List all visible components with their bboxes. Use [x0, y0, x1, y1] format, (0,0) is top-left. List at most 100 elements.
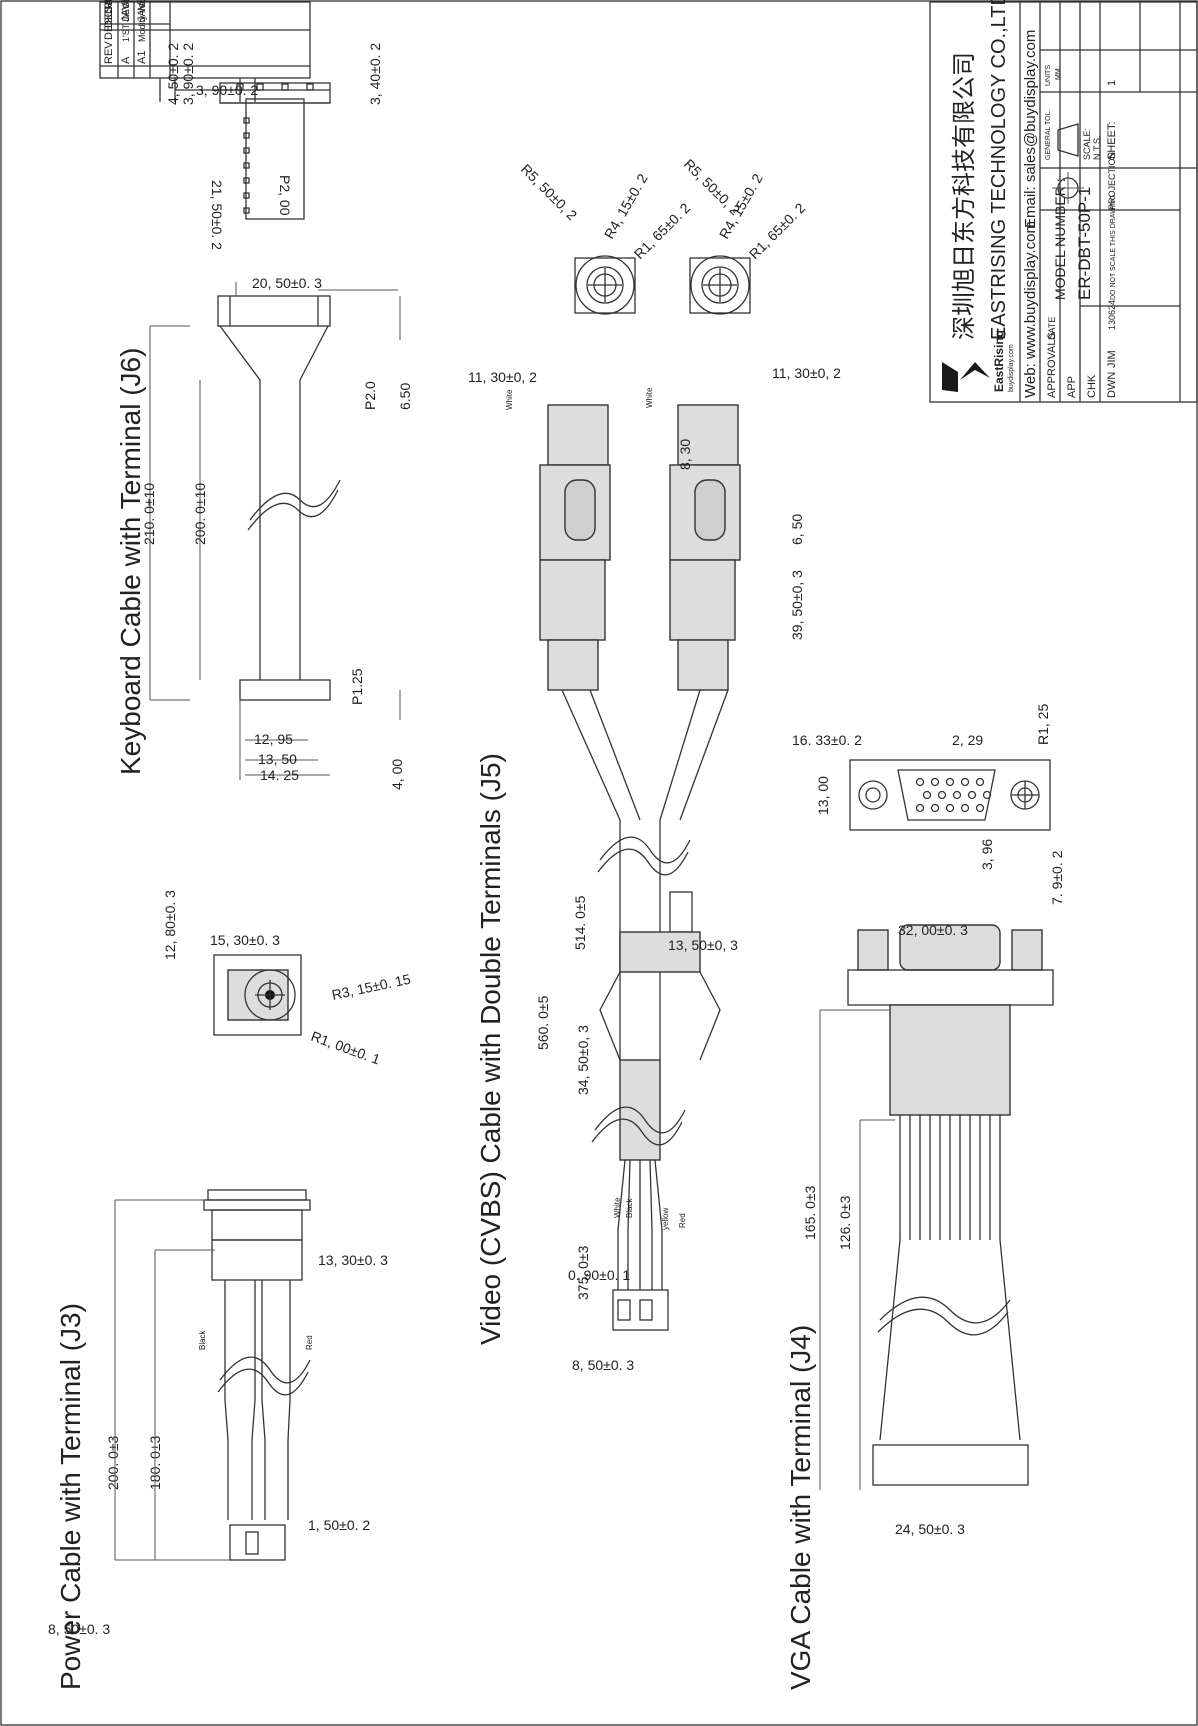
- logo-text: EastRising: [992, 330, 1006, 392]
- rev-a1: A1: [136, 51, 148, 64]
- v-wire-yellow: yellow: [661, 1208, 670, 1230]
- p-12-80: 12, 80±0. 3: [162, 890, 178, 960]
- v-11-30-right: 11, 30±0, 2: [772, 365, 841, 381]
- r1-65-2: R1, 65±0. 2: [746, 200, 809, 263]
- projection-label: PROJECTION: [1107, 152, 1117, 210]
- p-1-50: 1, 50±0. 2: [308, 1517, 370, 1533]
- rev-a1-design: JAVEN: [136, 0, 148, 22]
- rev-a1-date: Oct-17-2023: [138, 0, 147, 8]
- g-165: 165. 0±3: [802, 1185, 818, 1240]
- k-p125: P1.25: [349, 668, 365, 705]
- rca-plug-white-2: White: [645, 387, 741, 691]
- kt-21-50: 21, 50±0. 2: [209, 180, 225, 250]
- v-560: 560. 0±5: [535, 995, 551, 1050]
- k-200: 200. 0±10: [192, 483, 208, 545]
- revision-table: REV DESCRIPTION DESIGN DATE A JAVEN Dec-…: [99, 0, 311, 79]
- model-number: ER-DBT-50P-1: [1075, 187, 1094, 300]
- keyboard-cable-title: Keyboard Cable with Terminal (J6): [115, 348, 146, 775]
- rca-plug-white-1: White: [505, 389, 611, 691]
- g-13-00: 13, 00: [815, 776, 831, 815]
- g-16-33: 16. 33±0. 2: [792, 732, 862, 748]
- model-number-label: MODEL NUMBER :: [1052, 178, 1068, 300]
- units-label: UNITS: [1045, 65, 1052, 86]
- dwn-label: DWN: [1106, 372, 1118, 398]
- vga-pins: [915, 777, 992, 813]
- date-header: DATE: [103, 0, 115, 14]
- general-tol-label: GENERAL TOL.: [1045, 109, 1052, 160]
- rev-a-date: Dec-26-2013: [122, 0, 131, 8]
- title-block: EastRising buydisplay.com 深圳旭日东方科技有限公司 E…: [929, 0, 1198, 403]
- p-wire-black: Black: [198, 1329, 207, 1350]
- rev-a-design: JAVEN: [120, 0, 132, 22]
- rev-a-description: 1'ST DEGIN: [121, 0, 131, 42]
- v-8-50: 8, 50±0. 3: [572, 1357, 634, 1373]
- p-r1: R1, 00±0. 1: [309, 1028, 383, 1068]
- v-375: 375. 0±3: [575, 1245, 591, 1300]
- kt-3-40: 3, 40±0. 2: [367, 43, 383, 105]
- g-r1-25: R1, 25: [1035, 704, 1051, 745]
- p-13-30: 13, 30±0. 3: [318, 1252, 388, 1268]
- r1-65-1: R1, 65±0. 2: [631, 200, 694, 263]
- kt-3-90: 3, 90±0. 2: [196, 82, 258, 98]
- g-24-50: 24, 50±0. 3: [895, 1521, 965, 1537]
- k-6-50: 6.50: [397, 383, 413, 410]
- rev-a1-description: Modify the Keyboard Cable: [137, 0, 147, 42]
- company-name-cn: 深圳旭日东方科技有限公司: [951, 52, 978, 340]
- g-2-29: 2, 29: [952, 732, 983, 748]
- wire-white-1: White: [505, 389, 514, 410]
- g-126: 126. 0±3: [837, 1195, 853, 1250]
- v-39-50: 39, 50±0, 3: [789, 570, 805, 640]
- v-514: 514. 0±5: [572, 895, 588, 950]
- k-14-25: 14. 25: [260, 767, 299, 783]
- logo-sub: buydisplay.com: [1008, 344, 1015, 392]
- k-p2: P2.0: [362, 381, 378, 410]
- v-0-90: 0. 90±0. 1: [568, 1267, 630, 1283]
- k-20-50: 20, 50±0. 3: [252, 275, 322, 291]
- wire-white-2: White: [645, 387, 654, 408]
- kt-3-90-label: 3, 90±0. 2: [180, 43, 196, 105]
- video-cable-title: Video (CVBS) Cable with Double Terminals…: [475, 753, 506, 1345]
- scale-value: N.T.S.: [1092, 135, 1102, 160]
- r5-50-1: R5, 50±0, 2: [518, 161, 581, 224]
- v-34-50: 34, 50±0, 3: [575, 1025, 591, 1095]
- projection-symbol: [1052, 123, 1084, 204]
- vga-cable-drawing: 16. 33±0. 2 2, 29 R1, 25 13, 00 3, 96 7.…: [792, 704, 1065, 1537]
- keyboard-cable-drawing: 3, 90±0. 2 4, 50±0. 2 3, 90±0. 2 21, 50±…: [141, 43, 413, 790]
- chk-label: CHK: [1086, 374, 1098, 398]
- scale-label: SCALE:: [1082, 128, 1092, 160]
- units-value: MM: [1055, 68, 1062, 80]
- v-wire-white: White: [613, 1197, 622, 1218]
- vga-cable-title: VGA Cable with Terminal (J4): [785, 1325, 816, 1690]
- video-cable-drawing: R5, 50±0, 2 R4, 15±0. 2 R1, 65±0. 2 R5, …: [468, 156, 841, 1373]
- v-6-50: 6, 50: [789, 514, 805, 545]
- p-8-50: 8, 50±0. 3: [48, 1621, 110, 1637]
- description-header: DESCRIPTION: [103, 0, 115, 40]
- v-wire-black: Black: [625, 1197, 634, 1218]
- eastrising-logo: EastRising buydisplay.com: [942, 330, 1015, 392]
- company-name-en: EASTRISING TECHNOLOGY CO.,LTD: [988, 0, 1010, 340]
- do-not-scale-note: DO NOT SCALE THIS DRAWING.: [1110, 193, 1117, 300]
- sheet-label: SHEET:: [1106, 121, 1118, 160]
- v-8-30: 8, 30: [677, 439, 693, 470]
- dwn-name: JIM: [1106, 350, 1118, 368]
- g-3-96: 3, 96: [979, 839, 995, 870]
- power-cable-title: Power Cable with Terminal (J3): [55, 1303, 86, 1690]
- v-13-50: 13, 50±0, 3: [668, 937, 738, 953]
- k-13-50: 13, 50: [258, 751, 297, 767]
- k-4-00: 4, 00: [389, 759, 405, 790]
- p-wire-red: Red: [305, 1335, 314, 1350]
- g-32: 32, 00±0. 3: [898, 922, 968, 938]
- dwn-date: 130624: [1107, 300, 1117, 330]
- date-label: DATE: [1047, 317, 1057, 340]
- k-12-95: 12, 95: [254, 731, 293, 747]
- p-r3: R3, 15±0. 15: [330, 971, 412, 1003]
- app-label: APP: [1066, 376, 1078, 398]
- k-210: 210. 0±10: [141, 483, 157, 545]
- g-7-9: 7. 9±0. 2: [1049, 850, 1065, 905]
- rev-header: REV: [103, 41, 115, 64]
- rca-front-view-2: [689, 255, 751, 315]
- kt-4-50: 4, 50±0. 2: [165, 43, 181, 105]
- v-wire-red: Red: [678, 1213, 687, 1228]
